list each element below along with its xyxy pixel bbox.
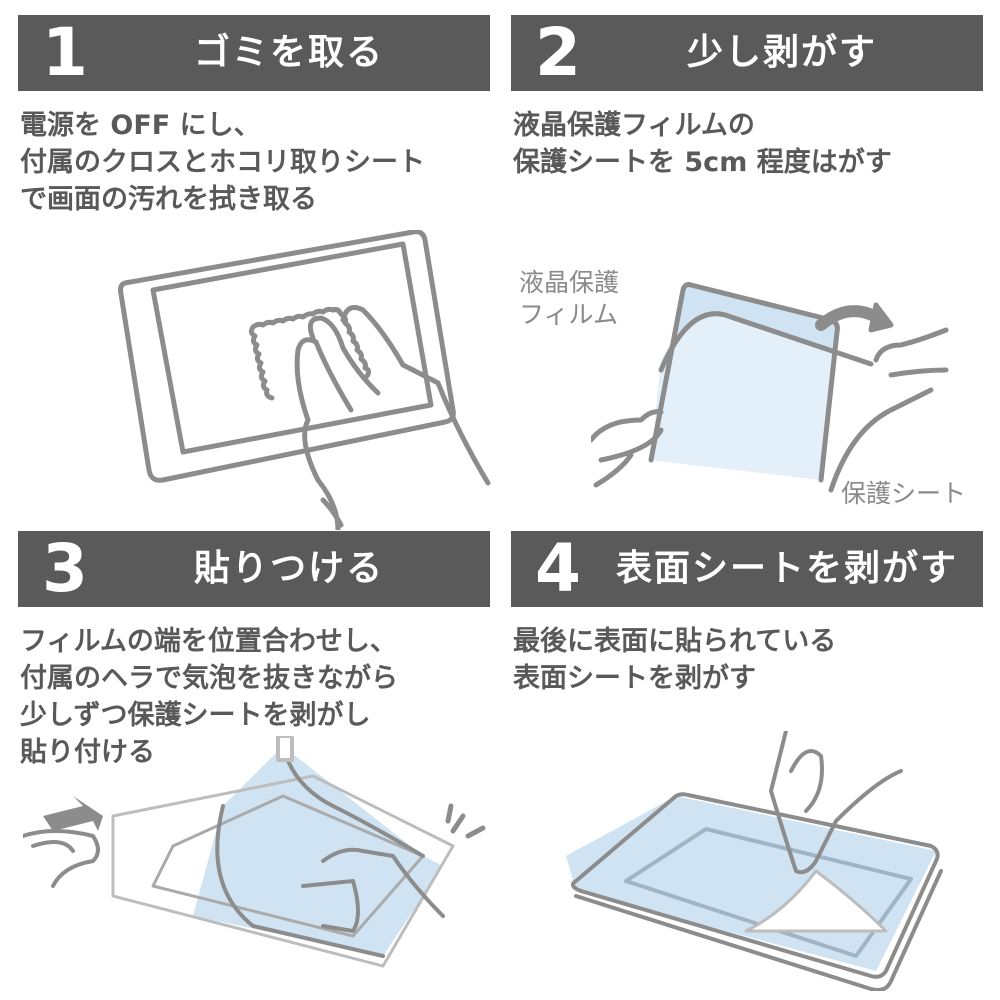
step-number: 1 <box>42 14 88 91</box>
step-3-panel: 3 貼りつける フィルムの端を位置合わせし、 付属のヘラで気泡を抜きながら 少し… <box>18 531 490 1000</box>
step-description: 電源を OFF にし、 付属のクロスとホコリ取りシート で画面の汚れを拭き取る <box>20 110 425 215</box>
step-3-header: 3 貼りつける <box>18 531 490 607</box>
remove-surface-sheet-illustration <box>566 731 943 991</box>
step-1-header: 1 ゴミを取る <box>18 15 490 91</box>
step-description: 最後に表面に貼られている 表面シートを剥がす <box>513 626 837 694</box>
step-2-panel: 2 少し剥がす 液晶保護フィルムの 保護シートを 5cm 程度はがす 液晶保護 … <box>511 15 983 525</box>
step-title: 貼りつける <box>193 548 385 589</box>
tablet-wipe-illustration <box>118 230 491 530</box>
step-number: 3 <box>42 530 88 607</box>
step-description: 液晶保護フィルムの 保護シートを 5cm 程度はがす <box>513 110 892 178</box>
apply-film-illustration <box>23 736 486 968</box>
step-4-header: 4 表面シートを剥がす <box>511 531 983 607</box>
sheet-label: 保護シート <box>841 479 967 508</box>
step-1-panel: 1 ゴミを取る 電源を OFF にし、 付属のクロスとホコリ取りシート で画面の… <box>18 15 491 530</box>
step-2-header: 2 少し剥がす <box>511 15 983 91</box>
step-4-panel: 4 表面シートを剥がす 最後に表面に貼られている 表面シートを剥がす <box>511 531 983 1000</box>
film-label: 液晶保護 フィルム <box>519 268 620 329</box>
step-title: 表面シートを剥がす <box>616 548 959 589</box>
step-description: フィルムの端を位置合わせし、 付属のヘラで気泡を抜きながら 少しずつ保護シートを… <box>20 626 398 768</box>
step-title: 少し剥がす <box>686 32 877 73</box>
step-title: ゴミを取る <box>193 32 384 73</box>
peel-sheet-illustration <box>591 282 949 493</box>
step-number: 2 <box>535 14 581 91</box>
step-number: 4 <box>535 530 581 607</box>
